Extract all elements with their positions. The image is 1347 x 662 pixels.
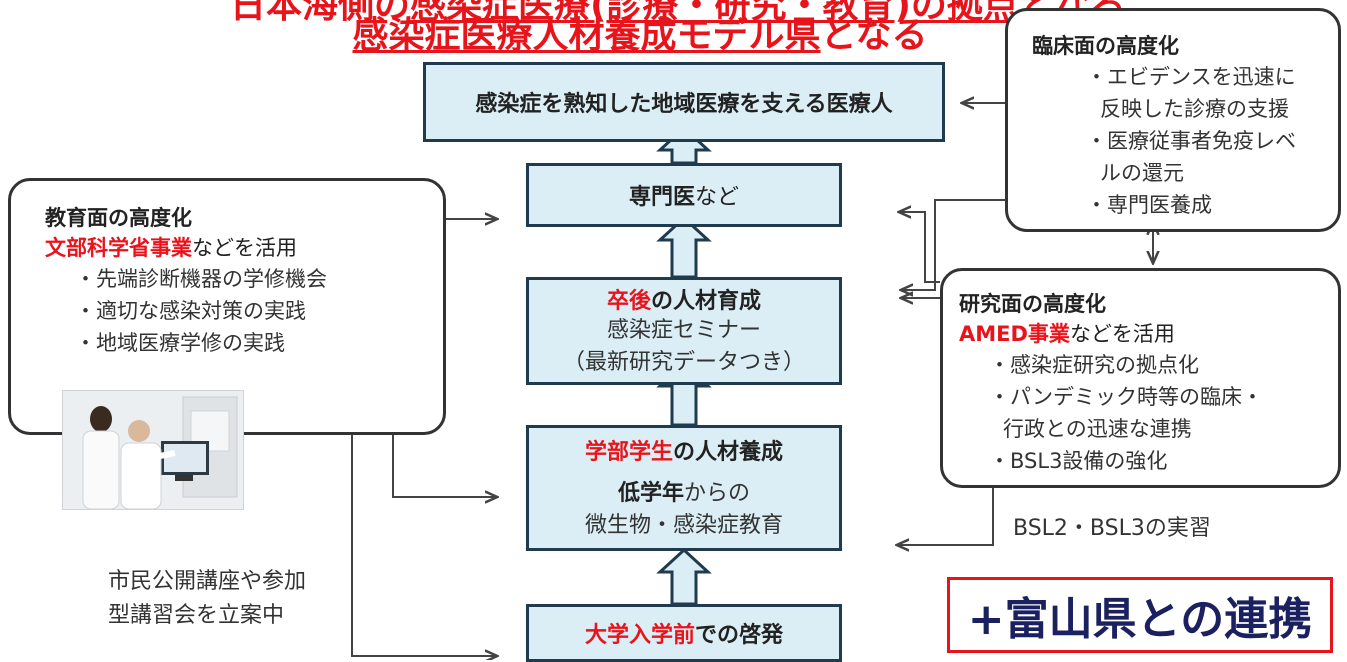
specialist-rest: など xyxy=(695,185,740,210)
up-arrow-2 xyxy=(656,215,712,279)
title-2-underlined: 感染症医療人材養成モデル県 xyxy=(352,15,821,56)
flow-postgrad-title: 卒後の人材育成 xyxy=(607,283,761,315)
arrow-research-undergrad xyxy=(898,488,994,545)
arrow-clinical-postgrad xyxy=(902,199,1005,290)
education-sub-red: 文部科学省事業 xyxy=(45,236,192,260)
specialist-bold: 専門医 xyxy=(628,185,695,210)
arrow-edu-undergrad xyxy=(392,435,496,497)
arrow-research-specialist xyxy=(900,212,940,283)
education-sub-rest: などを活用 xyxy=(192,236,297,260)
education-subheading: 文部科学省事業などを活用 xyxy=(45,233,443,263)
undergrad-red: 学部学生 xyxy=(584,440,673,465)
undergrad-rest: の人材養成 xyxy=(673,440,784,465)
flow-undergrad-title: 学部学生の人材養成 xyxy=(585,434,783,466)
flow-pre-university-box: 大学入学前での啓発 xyxy=(526,604,842,662)
lab-photo xyxy=(62,390,244,510)
pre-rest: での啓発 xyxy=(695,623,784,648)
research-subheading: AMED事業などを活用 xyxy=(959,319,1338,349)
clinical-item: ・エビデンスを迅速に xyxy=(1086,65,1296,89)
clinical-item: ・専門医養成 xyxy=(1086,193,1212,217)
education-item: ・地域医療学修の実践 xyxy=(75,331,285,355)
flow-undergrad-line-3: 微生物・感染症教育 xyxy=(584,513,783,538)
education-item: ・適切な感染対策の実践 xyxy=(75,299,306,323)
clinical-box: 臨床面の高度化 ・エビデンスを迅速に 反映した診療の支援 ・医療従事者免疫レベ … xyxy=(1005,8,1341,232)
public-note-line: 型講習会を立案中 xyxy=(108,603,285,628)
flow-pre-label: 大学入学前での啓発 xyxy=(585,617,783,649)
public-note-line: 市民公開講座や参加 xyxy=(108,569,307,594)
clinical-item: 反映した診療の支援 xyxy=(1100,97,1289,121)
flow-undergrad-box: 学部学生の人材養成 低学年からの 微生物・感染症教育 xyxy=(526,425,842,551)
clinical-item: ・医療従事者免疫レベ xyxy=(1086,129,1296,153)
toyama-collaboration-banner: +富山県との連携 xyxy=(947,577,1333,653)
title-1-underlined: 感染症医療(診療・研究・教育)の拠点 xyxy=(410,0,1019,26)
clinical-item: ルの還元 xyxy=(1100,161,1184,185)
postgrad-red: 卒後 xyxy=(606,289,651,314)
undergrad-bold: 低学年 xyxy=(617,481,684,506)
research-item: ・BSL3設備の強化 xyxy=(989,449,1168,473)
arrow-public-pre xyxy=(351,435,496,656)
research-box: 研究面の高度化 AMED事業などを活用 ・感染症研究の拠点化 ・パンデミック時等… xyxy=(940,268,1341,488)
up-arrow-4 xyxy=(656,547,712,606)
pre-red: 大学入学前 xyxy=(584,623,695,648)
flow-postgrad-line-2: 感染症セミナー xyxy=(606,318,761,343)
flow-top-label: 感染症を熟知した地域医療を支える医療人 xyxy=(475,92,893,117)
research-item: ・パンデミック時等の臨床・ xyxy=(989,385,1264,409)
education-item: ・先端診断機器の学修機会 xyxy=(75,267,327,291)
title-line-1: 日本海側の感染症医療(診療・研究・教育)の拠点となる xyxy=(230,0,1126,28)
flow-specialist-label: 専門医など xyxy=(629,179,739,211)
research-item: ・感染症研究の拠点化 xyxy=(989,353,1199,377)
flow-specialist-box: 専門医など xyxy=(526,163,842,227)
education-heading: 教育面の高度化 xyxy=(45,206,192,230)
research-sub-red: AMED事業 xyxy=(959,322,1070,346)
clinical-heading: 臨床面の高度化 xyxy=(1032,34,1179,58)
flow-undergrad-line-2: 低学年からの xyxy=(618,478,750,510)
undergrad-l2rest: からの xyxy=(684,481,751,506)
postgrad-rest: の人材育成 xyxy=(651,289,762,314)
research-sub-rest: などを活用 xyxy=(1069,322,1175,346)
flow-postgrad-line-3: （最新研究データつき） xyxy=(562,350,805,375)
research-heading: 研究面の高度化 xyxy=(959,292,1106,316)
public-note: 市民公開講座や参加 型講習会を立案中 xyxy=(108,565,306,633)
research-item: 行政との迅速な連携 xyxy=(1003,417,1192,441)
flow-top-box: 感染症を熟知した地域医療を支える医療人 xyxy=(423,62,945,142)
title-line-2: 感染症医療人材養成モデル県となる xyxy=(340,6,940,58)
flow-postgrad-box: 卒後の人材育成 感染症セミナー （最新研究データつき） xyxy=(526,277,842,385)
bsl-note: BSL2・BSL3の実習 xyxy=(1013,516,1211,541)
title-2-suffix: となる xyxy=(820,15,928,56)
title-1-prefix: 日本海側の xyxy=(230,0,411,26)
